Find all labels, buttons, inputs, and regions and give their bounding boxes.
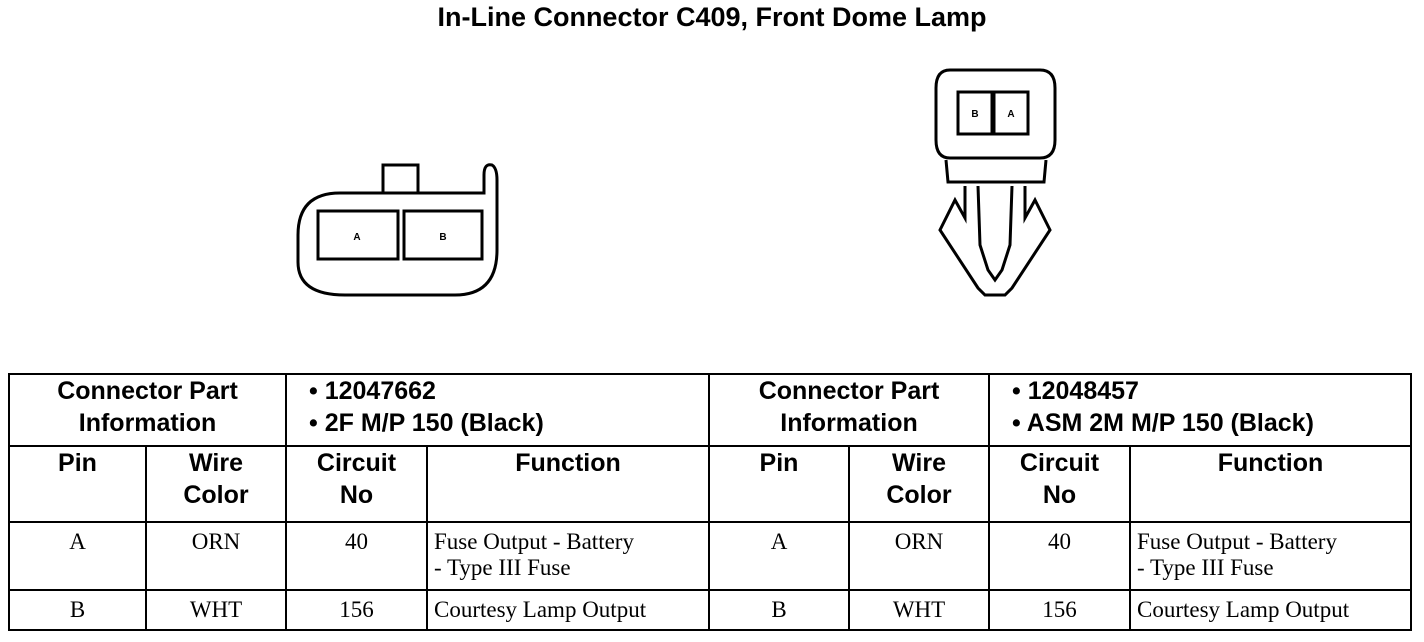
right-part-info-values: • 12048457 • ASM 2M M/P 150 (Black) bbox=[988, 373, 1412, 447]
left-row-b-wire-color: WHT bbox=[145, 589, 287, 631]
left-row-b-circuit-no: 156 bbox=[285, 589, 428, 631]
column-header-row: Pin Wire Color Circuit No Function Pin W… bbox=[8, 445, 1412, 523]
right-row-b-pin: B bbox=[708, 589, 850, 631]
right-pin-a-label: A bbox=[1007, 109, 1014, 120]
left-connector-drawing bbox=[296, 163, 499, 297]
left-row-b-pin: B bbox=[8, 589, 147, 631]
left-row-a-wire-color: ORN bbox=[145, 521, 287, 591]
right-row-b-circuit-no: 156 bbox=[988, 589, 1131, 631]
left-pin-b-label: B bbox=[439, 232, 446, 243]
left-pin-a-label: A bbox=[353, 232, 360, 243]
left-row-b-function: Courtesy Lamp Output bbox=[426, 589, 710, 631]
connector-diagrams: A B B A bbox=[296, 68, 1057, 297]
left-row-a-pin: A bbox=[8, 521, 147, 591]
left-header-circuit-no: Circuit No bbox=[285, 445, 428, 523]
right-header-circuit-no: Circuit No bbox=[988, 445, 1131, 523]
right-header-pin: Pin bbox=[708, 445, 850, 523]
left-header-pin: Pin bbox=[8, 445, 147, 523]
left-part-info-values: • 12047662 • 2F M/P 150 (Black) bbox=[285, 373, 710, 447]
right-pin-b-label: B bbox=[971, 109, 978, 120]
right-row-b-wire-color: WHT bbox=[848, 589, 990, 631]
part-info-row: Connector Part Information • 12047662 • … bbox=[8, 373, 1412, 447]
left-part-info-label: Connector Part Information bbox=[8, 373, 287, 447]
page-title: In-Line Connector C409, Front Dome Lamp bbox=[437, 2, 987, 32]
left-row-a-circuit-no: 40 bbox=[285, 521, 428, 591]
left-header-wire-color: Wire Color bbox=[145, 445, 287, 523]
right-row-a-pin: A bbox=[708, 521, 850, 591]
right-part-info-label: Connector Part Information bbox=[708, 373, 990, 447]
right-row-b-function: Courtesy Lamp Output bbox=[1129, 589, 1412, 631]
connector-info-table: Connector Part Information • 12047662 • … bbox=[8, 373, 1412, 631]
table-row: A ORN 40 Fuse Output - Battery - Type II… bbox=[8, 521, 1412, 591]
table-row: B WHT 156 Courtesy Lamp Output B WHT 156… bbox=[8, 589, 1412, 631]
right-connector-drawing bbox=[934, 68, 1057, 297]
right-row-a-wire-color: ORN bbox=[848, 521, 990, 591]
left-row-a-function: Fuse Output - Battery - Type III Fuse bbox=[426, 521, 710, 591]
right-row-a-circuit-no: 40 bbox=[988, 521, 1131, 591]
right-row-a-function: Fuse Output - Battery - Type III Fuse bbox=[1129, 521, 1412, 591]
right-header-wire-color: Wire Color bbox=[848, 445, 990, 523]
left-header-function: Function bbox=[426, 445, 710, 523]
right-header-function: Function bbox=[1129, 445, 1412, 523]
